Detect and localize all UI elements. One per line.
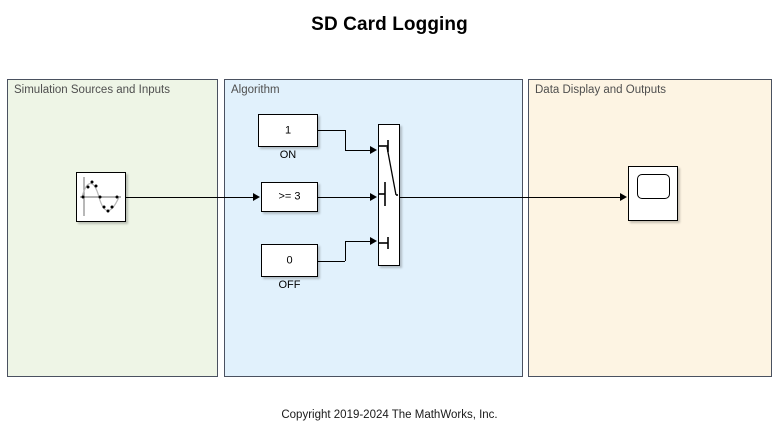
compare-value: >= 3 [278, 190, 301, 203]
signal-on-seg-v[interactable] [345, 130, 346, 150]
compare-to-constant-block[interactable]: >= 3 [261, 182, 318, 212]
arrow-switch-port3 [370, 236, 377, 245]
switch-block[interactable] [378, 124, 400, 266]
arrow-scope-input [620, 192, 627, 201]
constant-on-caption: ON [279, 149, 297, 161]
area-label-outputs: Data Display and Outputs [535, 84, 667, 96]
constant-off-value: 0 [286, 254, 293, 266]
signal-source-to-compare[interactable] [126, 197, 254, 198]
constant-on-value: 1 [284, 124, 292, 136]
copyright-text: Copyright 2019-2024 The MathWorks, Inc. [281, 409, 498, 421]
constant-off-block[interactable]: 0 [261, 244, 318, 277]
area-label-sources: Simulation Sources and Inputs [14, 84, 170, 96]
arrow-switch-port2 [370, 192, 377, 201]
scope-block[interactable] [628, 166, 678, 221]
arrow-compare-input [253, 192, 260, 201]
area-label-algorithm: Algorithm [231, 84, 280, 96]
constant-off-caption: OFF [278, 279, 301, 291]
subsystem-area-outputs[interactable]: Data Display and Outputs [528, 79, 772, 377]
switch-icon [379, 140, 398, 249]
signal-on-seg-h2[interactable] [345, 150, 370, 151]
arrow-switch-port1 [370, 145, 377, 154]
sine-wave-source-block[interactable] [76, 172, 126, 222]
signal-off-seg-v[interactable] [345, 241, 346, 261]
signal-compare-to-switch[interactable] [318, 197, 370, 198]
signal-switch-to-scope[interactable] [400, 197, 621, 198]
sine-wave-with-samples-icon [80, 177, 121, 216]
constant-on-block[interactable]: 1 [258, 114, 318, 147]
page-title: SD Card Logging [311, 14, 468, 35]
scope-screen-icon [637, 174, 670, 199]
signal-off-seg-h1[interactable] [318, 261, 345, 262]
signal-on-seg-h1[interactable] [318, 130, 345, 131]
signal-off-seg-h2[interactable] [345, 241, 370, 242]
subsystem-area-sources[interactable]: Simulation Sources and Inputs [7, 79, 218, 377]
